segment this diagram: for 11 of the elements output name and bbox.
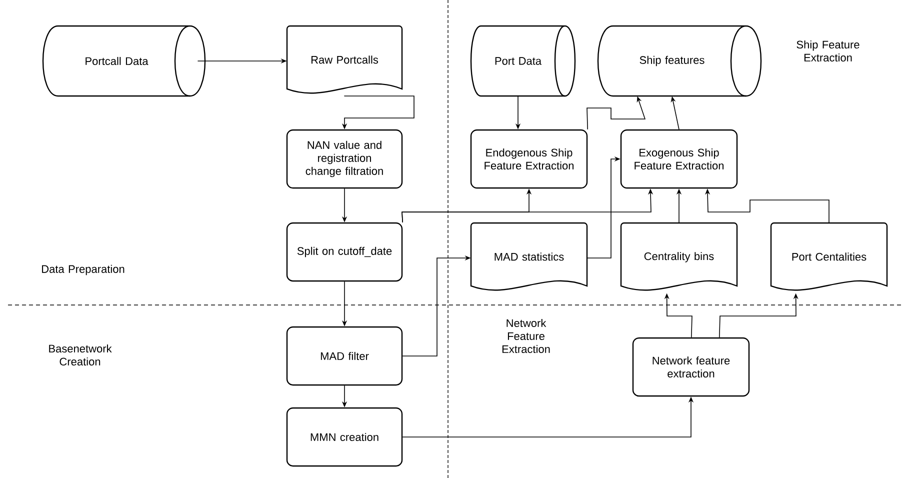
process-box: MMN creation <box>286 407 403 467</box>
region-label: Data Preparation <box>42 264 124 276</box>
region-label: Basenetwork Creation <box>49 344 112 366</box>
process-box: Exogenous Ship Feature Extraction <box>620 129 738 189</box>
process-box: Split on cutoff_date <box>286 222 403 282</box>
process-box: Network feature extraction <box>632 337 750 397</box>
process-box: Endogenous Ship Feature Extraction <box>470 129 588 189</box>
process-box: NAN value and registration change filtration <box>286 129 403 189</box>
process-box: MAD filter <box>286 326 403 386</box>
region-label: Network Feature Extraction <box>502 318 550 354</box>
region-label: Ship Feature Extraction <box>796 40 860 62</box>
